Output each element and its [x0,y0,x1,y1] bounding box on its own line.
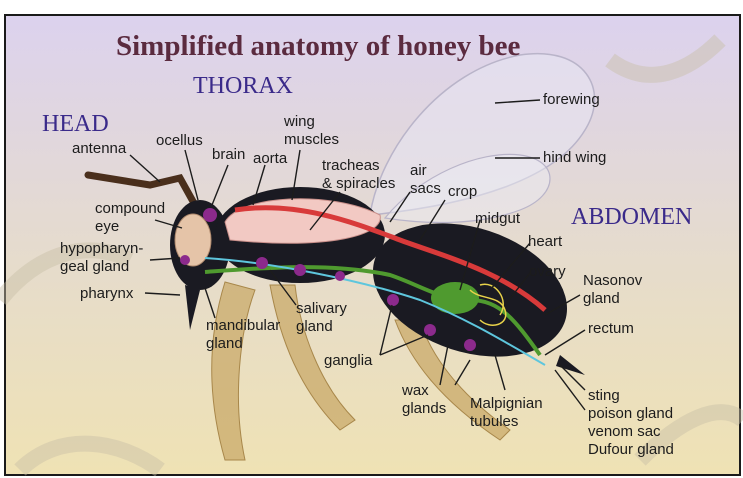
label-dufour-gland: Dufour gland [588,441,674,459]
label-ocellus: ocellus [156,132,203,150]
label-compound-eye: compoundeye [95,200,165,236]
label-tracheas-spiracles: tracheas& spiracles [322,157,395,193]
label-ovary: ovary [529,263,566,281]
label-sting: sting [588,387,674,405]
label-antenna: antenna [72,140,126,158]
label-crop: crop [448,183,477,201]
label-poison-gland: poison gland [588,405,674,423]
label-mandibular-gland: mandibulargland [206,317,280,353]
label-wing-muscles: wingmuscles [284,113,339,149]
label-heart: heart [528,233,562,251]
region-head: HEAD [42,111,109,138]
region-abdomen: ABDOMEN [571,204,692,231]
label-nasonov-gland: Nasonovgland [583,272,642,308]
label-salivary-gland: salivarygland [296,300,347,336]
label-brain: brain [212,146,245,164]
midgut-shape [431,282,479,314]
label-pharynx: pharynx [80,285,133,303]
label-ganglia: ganglia [324,352,372,370]
label-hypopharyngeal-gland: hypopharyn-geal gland [60,240,143,276]
label-wax-glands: waxglands [402,382,446,418]
label-sting-group: sting poison gland venom sac Dufour glan… [588,387,674,459]
region-thorax: THORAX [193,73,293,100]
figure-title: Simplified anatomy of honey bee [116,30,520,63]
label-forewing: forewing [543,91,600,109]
label-air-sacs: airsacs [410,162,441,198]
label-aorta: aorta [253,150,287,168]
label-malpighian-tubules: Malpigniantubules [470,395,543,431]
label-midgut: midgut [475,210,520,228]
label-venom-sac: venom sac [588,423,674,441]
label-rectum: rectum [588,320,634,338]
label-hind-wing: hind wing [543,149,606,167]
